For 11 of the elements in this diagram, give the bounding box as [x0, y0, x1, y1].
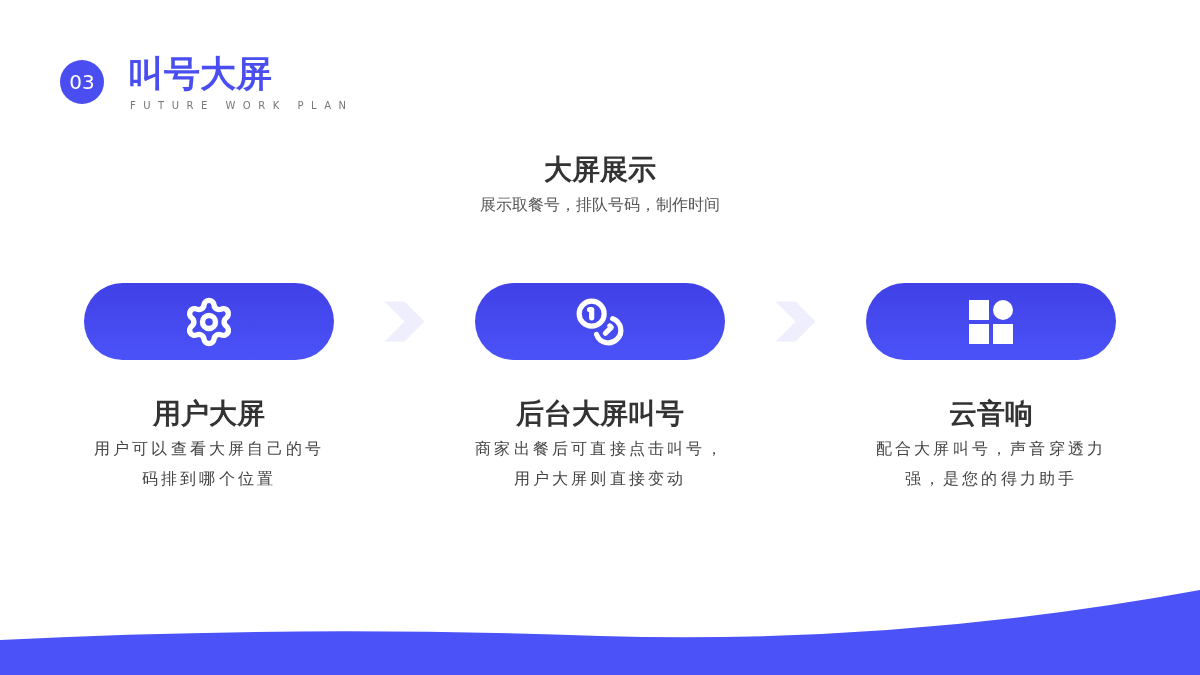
card-description: 配合大屏叫号，声音穿透力强，是您的得力助手 [874, 438, 1108, 490]
subtitle: FUTURE WORK PLAN [130, 101, 354, 111]
title: 叫号大屏 [128, 56, 272, 92]
number-badge: 03 [60, 60, 104, 104]
card-heading: 用户大屏 [153, 400, 265, 428]
card-heading: 云音响 [949, 400, 1033, 428]
card-heading: 后台大屏叫号 [516, 400, 684, 428]
section-description: 展示取餐号，排队号码，制作时间 [479, 197, 721, 213]
card-description: 用户可以查看大屏自己的号码排到哪个位置 [92, 438, 326, 490]
card-description: 商家出餐后可直接点击叫号，用户大屏则直接变动 [474, 438, 726, 490]
section-heading: 大屏展示 [543, 156, 657, 184]
